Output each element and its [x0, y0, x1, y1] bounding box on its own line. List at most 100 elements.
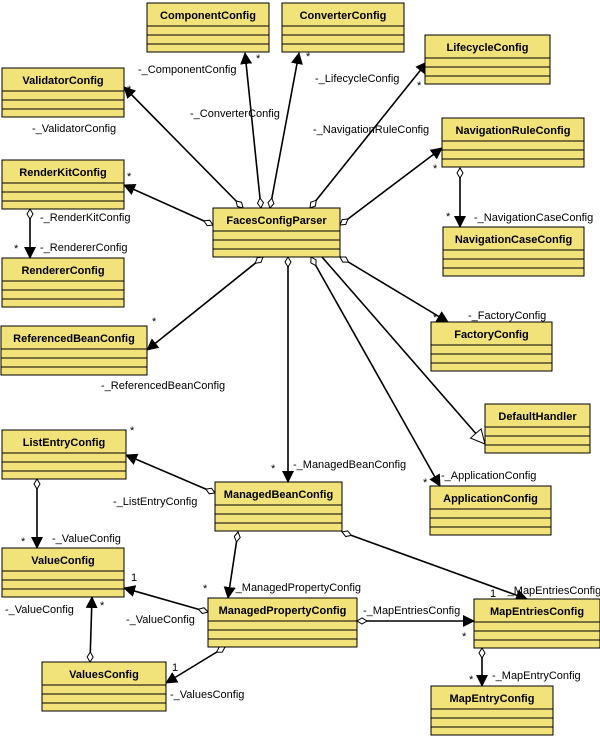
rel-propvalues-line — [165, 646, 226, 684]
class-referenced-bean-config[interactable]: ReferencedBeanConfig — [0, 325, 148, 376]
class-name: ReferencedBeanConfig — [13, 333, 135, 345]
class-list-entry-config[interactable]: ListEntryConfig — [1, 429, 127, 480]
rel-managedprop-multiplicity: * — [203, 583, 208, 595]
rel-listvalue-multiplicity: * — [21, 536, 26, 548]
rel-navcase-multiplicity: * — [446, 211, 451, 223]
rel-mapentries-bean-multiplicity: 1 — [490, 588, 496, 600]
rel-managedbean-multiplicity: * — [271, 463, 276, 475]
rel-validator-line — [123, 86, 244, 209]
class-renderer-config[interactable]: RendererConfig — [1, 257, 125, 308]
rel-factory-role-label: -_FactoryConfig — [468, 310, 546, 322]
class-navigation-case-config[interactable]: NavigationCaseConfig — [442, 226, 585, 277]
rel-managedprop-role-label: -_ManagedPropertyConfig — [232, 582, 361, 594]
rel-lifecycle-multiplicity: * — [417, 80, 422, 92]
rel-listentry-line — [125, 453, 216, 495]
class-name: MapEntryConfig — [450, 693, 535, 705]
rel-renderkit-role-label: -_RenderKitConfig — [40, 212, 131, 224]
rel-component-role-label: -_ComponentConfig — [138, 64, 236, 76]
class-application-config[interactable]: ApplicationConfig — [429, 485, 552, 536]
rel-factory-multiplicity: * — [433, 312, 438, 324]
class-value-config[interactable]: ValueConfig — [1, 547, 125, 598]
rel-mapentry-multiplicity: * — [469, 674, 474, 686]
rel-converter-role-label: -_ConverterConfig — [190, 108, 280, 120]
rel-values-value-role-label: -_ValueConfig — [5, 604, 74, 616]
rel-application-line — [310, 256, 441, 487]
rel-component-multiplicity: * — [256, 53, 261, 65]
class-map-entry-config[interactable]: MapEntryConfig — [430, 685, 554, 736]
rel-renderkit-line — [123, 184, 214, 227]
class-name: NavigationCaseConfig — [455, 234, 572, 246]
class-name: MapEntriesConfig — [490, 606, 584, 618]
rel-renderer-multiplicity: * — [14, 243, 19, 255]
class-managed-property-config[interactable]: ManagedPropertyConfig — [207, 597, 358, 648]
class-name: ComponentConfig — [160, 10, 256, 22]
rel-propvalues-role-label: -_ValuesConfig — [170, 689, 244, 701]
rel-propvalue-multiplicity: 1 — [131, 572, 137, 584]
rel-renderkit-multiplicity: * — [127, 171, 132, 183]
rel-mapentries-prop-multiplicity: * — [462, 631, 467, 643]
class-name: ValidatorConfig — [22, 75, 103, 87]
class-name: NavigationRuleConfig — [456, 125, 571, 137]
rel-validator-multiplicity: * — [127, 84, 132, 96]
class-name: ManagedPropertyConfig — [219, 605, 347, 617]
rel-application-multiplicity: * — [423, 477, 428, 489]
relation-labels-layer: -_ComponentConfig * -_ConverterConfig * -_Li… — [5, 51, 600, 701]
class-component-config[interactable]: ComponentConfig — [146, 2, 270, 53]
rel-managedprop-line — [223, 531, 241, 599]
rel-lifecycle-role-label: -_LifecycleConfig — [315, 73, 399, 85]
rel-navrule-role-label: -_NavigationRuleConfig — [313, 124, 429, 136]
rel-listvalue-role-label: -_ValueConfig — [52, 533, 121, 545]
rel-listentry-multiplicity: * — [130, 425, 135, 437]
rel-refbean-multiplicity: * — [152, 316, 157, 328]
class-converter-config[interactable]: ConverterConfig — [281, 2, 405, 53]
class-name: RenderKitConfig — [19, 167, 106, 179]
rel-lifecycle-line — [309, 61, 428, 209]
class-name: ValuesConfig — [69, 669, 139, 681]
rel-propvalue-role-label: -_ValueConfig — [126, 614, 195, 626]
rel-mapentries-prop-role-label: -_MapEntriesConfig — [363, 605, 460, 617]
rel-propvalues-multiplicity: 1 — [172, 662, 178, 674]
rel-factory-line — [339, 256, 449, 323]
class-render-kit-config[interactable]: RenderKitConfig — [1, 159, 125, 210]
class-name: ConverterConfig — [300, 10, 387, 22]
class-managed-bean-config[interactable]: ManagedBeanConfig — [214, 481, 343, 532]
rel-refbean-line — [146, 256, 264, 351]
class-name: FactoryConfig — [454, 329, 529, 341]
class-name: DefaultHandler — [498, 411, 577, 423]
class-values-config[interactable]: ValuesConfig — [41, 661, 167, 712]
class-name: ManagedBeanConfig — [224, 489, 333, 501]
rel-component-line — [240, 52, 265, 209]
rel-refbean-role-label: -_ReferencedBeanConfig — [101, 380, 225, 392]
class-factory-config[interactable]: FactoryConfig — [430, 321, 553, 372]
rel-values-value-line — [85, 596, 98, 663]
rel-renderer-role-label: -_RendererConfig — [40, 242, 127, 254]
rel-converter-multiplicity: * — [306, 51, 311, 63]
class-lifecycle-config[interactable]: LifecycleConfig — [424, 34, 551, 85]
rel-propvalue-line — [123, 585, 209, 615]
class-validator-config[interactable]: ValidatorConfig — [1, 67, 125, 118]
class-name: LifecycleConfig — [447, 42, 529, 54]
class-name: RendererConfig — [21, 265, 104, 277]
rel-validator-role-label: -_ValidatorConfig — [32, 123, 116, 135]
rel-navrule-line — [339, 147, 443, 226]
class-name: ApplicationConfig — [443, 493, 538, 505]
rel-managedbean-role-label: -_ManagedBeanConfig — [293, 459, 406, 471]
relations-layer — [24, 52, 528, 687]
class-navigation-rule-config[interactable]: NavigationRuleConfig — [441, 117, 585, 168]
class-map-entries-config[interactable]: MapEntriesConfig — [473, 598, 600, 649]
class-name: FacesConfigParser — [226, 215, 327, 227]
rel-mapentry-role-label: -_MapEntryConfig — [492, 670, 581, 682]
rel-application-role-label: -_ApplicationConfig — [441, 470, 536, 482]
rel-listentry-role-label: -_ListEntryConfig — [113, 496, 197, 508]
rel-converter-line — [267, 52, 303, 209]
rel-mapentries-bean-role-label: -_MapEntriesConfig — [504, 585, 600, 597]
class-default-handler[interactable]: DefaultHandler — [484, 403, 591, 454]
class-faces-config-parser[interactable]: FacesConfigParser — [212, 207, 341, 258]
class-name: ValueConfig — [31, 555, 95, 567]
class-name: ListEntryConfig — [23, 437, 106, 449]
rel-navrule-multiplicity: * — [433, 163, 438, 175]
rel-mapentries-bean-line — [341, 530, 528, 601]
rel-navcase-role-label: -_NavigationCaseConfig — [474, 212, 593, 224]
